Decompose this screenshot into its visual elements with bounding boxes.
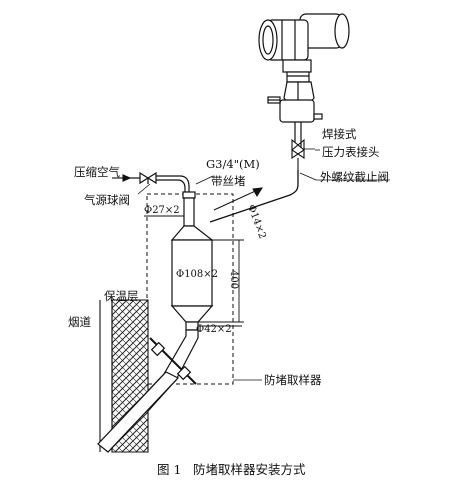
label-height-400: 400: [228, 270, 239, 289]
label-insulation: 保温层: [104, 289, 139, 303]
air-supply-line: [130, 171, 190, 192]
impulse-line-phi14: [209, 170, 299, 223]
label-thread-spec: G3/4"(M): [206, 157, 260, 171]
phi14-leader: [213, 187, 263, 211]
label-weld-connector-1: 焊接式: [322, 127, 357, 141]
label-sampler: 防堵取样器: [264, 373, 322, 387]
air-flow-arrow: [112, 174, 132, 182]
label-phi108: Φ108×2: [176, 269, 218, 280]
flue-pipe-through-wall: [97, 371, 179, 453]
label-leaders: [137, 148, 390, 381]
caption-figure-number: 图 1: [157, 462, 181, 477]
dimension-lines: [144, 215, 244, 327]
label-air-ball-valve: 气源球阀: [84, 193, 130, 207]
pressure-transmitter: [258, 13, 350, 148]
label-flue: 烟道: [68, 315, 91, 329]
label-phi14: Φ14×2: [245, 203, 268, 240]
sampler-body: [170, 191, 214, 331]
label-threaded-plug: 带丝堵: [211, 174, 246, 188]
label-weld-connector-2: 压力表接头: [322, 145, 380, 159]
label-stop-valve: 外螺纹截止阀: [320, 170, 389, 184]
weld-connector: [291, 138, 305, 170]
label-phi27: Φ27×2: [144, 205, 180, 216]
label-phi42: Φ42×2: [196, 324, 232, 335]
caption-figure-title: 防堵取样器安装方式: [193, 462, 306, 477]
label-compressed-air: 压缩空气: [74, 165, 120, 179]
